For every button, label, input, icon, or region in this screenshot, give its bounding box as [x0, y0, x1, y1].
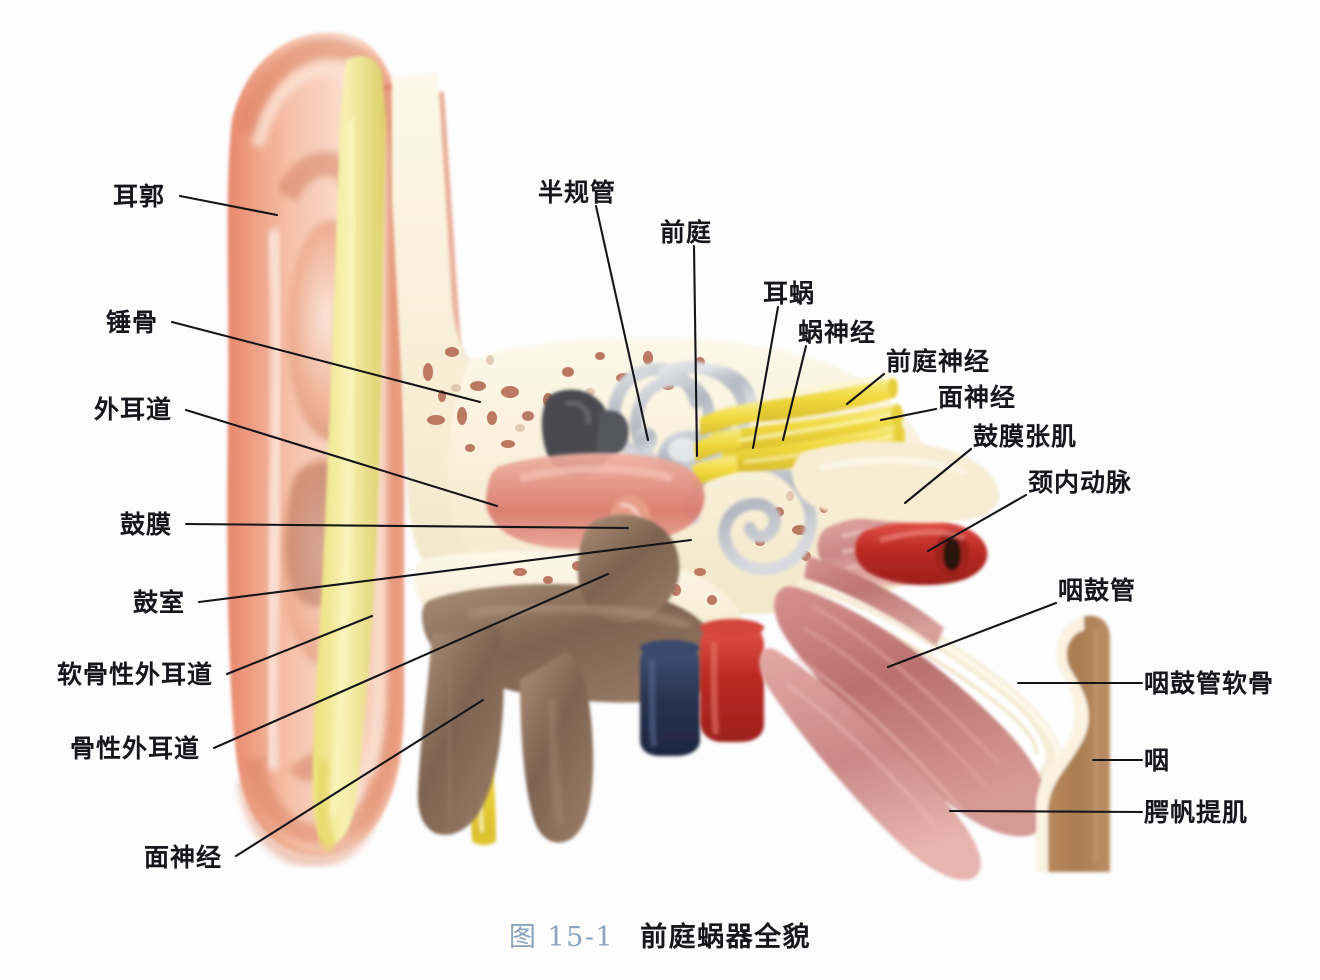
vein-stump [640, 640, 700, 756]
label-cochlea: 耳蜗 [763, 279, 816, 308]
nerve-bundles-group [692, 372, 905, 488]
label-pharynx: 咽 [1144, 746, 1171, 775]
cartilaginous-meatus-group [311, 56, 386, 854]
leader-line-facial-nerve-right [879, 407, 938, 422]
bone-shelf-above-tube [792, 441, 999, 523]
label-tympanic-cavity: 鼓室 [132, 588, 185, 617]
leader-line-facial-nerve-left [234, 698, 485, 858]
label-semicircular-canals: 半规管 [538, 178, 617, 207]
label-tensor-tympani: 鼓膜张肌 [973, 422, 1078, 451]
label-tympanic-membrane: 鼓膜 [119, 510, 172, 539]
leader-line-vestibular-nerve [845, 372, 886, 406]
leader-line-bony-meatus [212, 572, 610, 750]
label-vestibule: 前庭 [660, 218, 713, 247]
label-auricle: 耳郭 [112, 182, 165, 211]
label-pharyngotympanic-tube: 咽鼓管 [1058, 576, 1137, 605]
label-vestibular-nerve: 前庭神经 [886, 347, 991, 376]
leader-line-vestibule [692, 244, 699, 458]
figure-number: 图 15-1 [508, 922, 615, 953]
label-external-acoustic-meatus: 外耳道 [93, 395, 172, 424]
label-levator-veli-palatini: 腭帆提肌 [1144, 798, 1249, 827]
leader-line-internal-carotid [926, 493, 1028, 553]
label-cartilaginous-meatus: 软骨性外耳道 [56, 660, 213, 689]
leader-line-cartilaginous-meatus [225, 614, 374, 676]
pharynx-wall-group [1036, 615, 1110, 872]
label-internal-carotid: 颈内动脉 [1028, 468, 1133, 497]
palatal-muscles-group [759, 556, 1050, 881]
figure-title: 前庭蜗器全貌 [640, 922, 812, 953]
label-bony-meatus: 骨性外耳道 [69, 734, 200, 763]
label-malleus: 锤骨 [105, 308, 158, 337]
figure-caption: 图 15-1 前庭蜗器全貌 [0, 915, 1320, 954]
label-cochlear-nerve: 蜗神经 [798, 318, 877, 347]
leader-line-cochlea [751, 305, 780, 450]
leader-line-cochlear-nerve [781, 344, 808, 442]
leader-line-tympanic-cavity [197, 538, 693, 604]
leader-line-auricle [178, 194, 279, 217]
leader-line-pharyngotympanic-tube [886, 601, 1058, 669]
leader-line-tympanic-membrane [184, 522, 630, 530]
artery-stump [700, 619, 764, 742]
label-facial-nerve-right: 面神经 [938, 383, 1017, 412]
mastoid-soft-tissue-group [417, 514, 721, 843]
leader-line-levator-veli-palatini [948, 809, 1144, 814]
label-facial-nerve-left: 面神经 [143, 843, 222, 872]
internal-carotid-artery [855, 520, 988, 586]
label-tube-cartilage: 咽鼓管软骨 [1144, 669, 1275, 698]
leader-line-external-acoustic-meatus [184, 408, 499, 508]
leader-line-malleus [170, 320, 482, 404]
leader-line-tensor-tympani [903, 447, 973, 505]
leader-line-semicircular-canals [594, 204, 650, 442]
